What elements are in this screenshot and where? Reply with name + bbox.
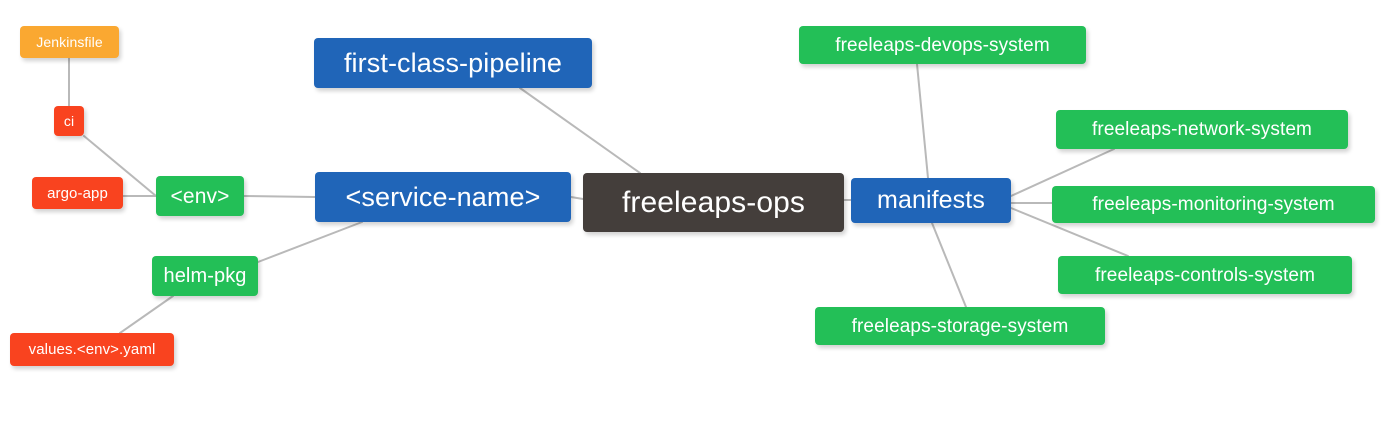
mindmap-node-network[interactable]: freeleaps-network-system [1056,110,1348,149]
mindmap-node-manifests[interactable]: manifests [851,178,1011,223]
edge-manifests-to-devops [916,63,929,179]
mindmap-node-devops[interactable]: freeleaps-devops-system [799,26,1086,64]
mindmap-node-values-yaml[interactable]: values.<env>.yaml [10,333,174,366]
edge-env-to-service-name [243,195,316,198]
edge-service-name-to-freeleaps-ops [570,196,584,200]
edge-manifests-to-storage [931,222,967,308]
mindmap-node-ci[interactable]: ci [54,106,84,136]
mindmap-node-storage[interactable]: freeleaps-storage-system [815,307,1105,345]
mindmap-node-helm-pkg[interactable]: helm-pkg [152,256,258,296]
mindmap-node-jenkinsfile[interactable]: Jenkinsfile [20,26,119,58]
mindmap-node-freeleaps-ops[interactable]: freeleaps-ops [583,173,844,232]
mindmap-node-controls[interactable]: freeleaps-controls-system [1058,256,1352,294]
mindmap-node-monitoring[interactable]: freeleaps-monitoring-system [1052,186,1375,223]
mindmap-node-argo-app[interactable]: argo-app [32,177,123,209]
edge-first-class-to-freeleaps-ops [519,87,641,174]
mindmap-node-service-name[interactable]: <service-name> [315,172,571,222]
edge-helm-pkg-to-service-name [257,221,363,263]
edge-values-yaml-to-helm-pkg [119,295,174,334]
mindmap-node-first-class[interactable]: first-class-pipeline [314,38,592,88]
mindmap-node-env[interactable]: <env> [156,176,244,216]
